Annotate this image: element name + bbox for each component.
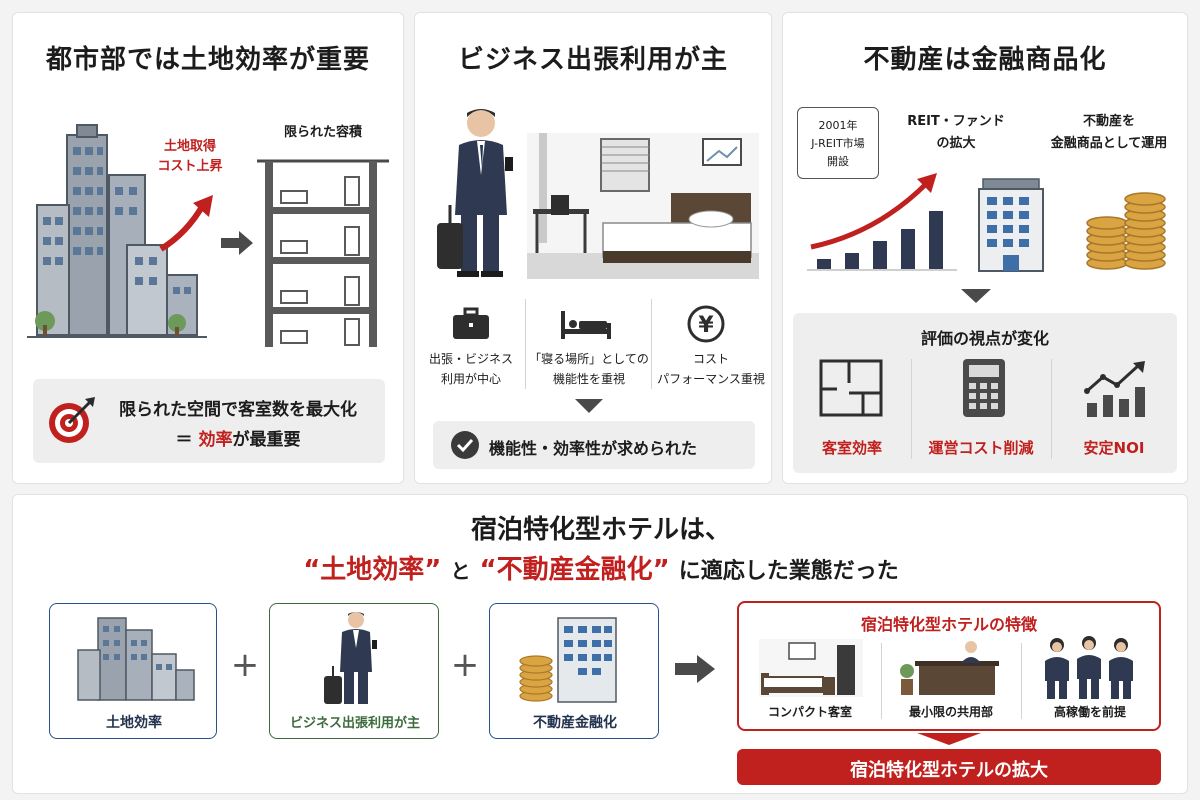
result-banner-text: 宿泊特化型ホテルの拡大 — [850, 760, 1048, 781]
eval-stable-noi: 安定NOI — [1083, 439, 1145, 457]
bed-icon — [561, 311, 611, 339]
hotel-room-icon — [527, 133, 759, 279]
headline-land-efficiency: “土地効率” — [303, 555, 442, 585]
yen-icon: ¥ — [687, 305, 725, 343]
hotel-features-box: 宿泊特化型ホテルの特徴 — [737, 601, 1161, 731]
city-buildings-icon — [27, 124, 207, 338]
down-arrow-red-icon — [917, 733, 981, 745]
feature-cost-performance: コスト パフォーマンス重視 — [653, 349, 769, 389]
feature-business-use-line2: 利用が中心 — [440, 372, 501, 386]
evaluation-title: 評価の視点が変化 — [920, 329, 1049, 348]
panel-business-travel: ビジネス出張利用が主 — [414, 12, 772, 484]
panel-conclusion: 宿泊特化型ホテルは、 “土地効率” と “不動産金融化” に適応した業態だった … — [12, 494, 1188, 794]
evaluation-box: 評価の視点が変化 客室効率 — [793, 313, 1177, 473]
floorplan-icon — [819, 359, 883, 417]
limited-capacity-label: 限られた容積 — [283, 125, 362, 140]
plus-sign-2: + — [450, 645, 480, 685]
arrow-label-land-cost: 土地取得 — [163, 139, 216, 154]
compact-room-icon — [759, 639, 863, 697]
jreit-year: 2001年 — [818, 119, 858, 132]
reception-desk-icon — [900, 641, 999, 695]
headline-line1: 宿泊特化型ホテルは、 — [470, 515, 731, 545]
jreit-box — [797, 107, 879, 179]
headline-real-estate-finance: “不動産金融化” — [479, 555, 670, 585]
reit-label: REIT・ファンド の拡大 — [891, 111, 1021, 155]
businessman-icon — [437, 109, 513, 277]
summary-highlight: 効率 — [198, 430, 233, 450]
jreit-market: J-REIT市場 — [811, 137, 865, 150]
briefcase-icon — [453, 307, 489, 339]
down-arrow-icon — [575, 399, 603, 413]
card-real-estate-finance-label: 不動産金融化 — [533, 715, 617, 731]
panel2-title: ビジネス出張利用が主 — [457, 45, 728, 75]
panel2-result-box: 機能性・効率性が求められた — [433, 421, 755, 469]
reit-label-line1: REIT・ファンド — [907, 114, 1005, 129]
panel3-title: 不動産は金融商品化 — [863, 45, 1107, 75]
card-business-travel: ビジネス出張利用が主 — [269, 603, 439, 739]
right-arrow-icon — [675, 655, 715, 683]
card-land-efficiency: 土地効率 — [49, 603, 217, 739]
headline-line2: “土地効率” と “不動産金融化” に適応した業態だった — [13, 549, 1189, 586]
card-real-estate-finance: 不動産金融化 — [489, 603, 659, 739]
eval-divider-2 — [1051, 359, 1052, 459]
feature-cost-performance-line2: パフォーマンス重視 — [657, 372, 765, 386]
right-arrow-icon — [221, 231, 253, 255]
businessman-icon — [324, 612, 377, 704]
feature-minimal-common: 最小限の共用部 — [908, 705, 993, 719]
summary-prefix: ＝ — [175, 430, 199, 450]
jreit-opened: 開設 — [827, 155, 849, 168]
arrow-label-cost-rise: コスト上昇 — [157, 159, 223, 174]
summary-suffix: が最重要 — [232, 430, 301, 450]
asset-label-line2: 金融商品として運用 — [1050, 136, 1168, 151]
features-divider-1 — [881, 643, 882, 719]
asset-label: 不動産を 金融商品として運用 — [1035, 111, 1183, 155]
feature-sleep-place: 「寝る場所」としての 機能性を重視 — [527, 349, 651, 389]
growth-bars-icon — [807, 173, 957, 271]
panel1-title: 都市部では土地効率が重要 — [45, 45, 370, 75]
coin-stack-icon — [1086, 192, 1166, 270]
eval-room-efficiency: 客室効率 — [821, 439, 882, 457]
staff-team-icon — [1045, 636, 1133, 699]
result-banner: 宿泊特化型ホテルの拡大 — [737, 749, 1161, 785]
check-circle-icon — [451, 431, 479, 459]
office-building-icon — [978, 178, 1044, 272]
svg-text:¥: ¥ — [698, 313, 714, 338]
eval-cost-reduction: 運営コスト削減 — [928, 439, 1034, 457]
feature-business-use-line1: 出張・ビジネス — [428, 352, 513, 366]
card-business-travel-label: ビジネス出張利用が主 — [289, 716, 420, 731]
growth-chart-icon — [1084, 361, 1145, 417]
feature-sleep-place-line2: 機能性を重視 — [552, 372, 625, 386]
feature-compact-room: コンパクト客室 — [767, 705, 852, 719]
panel1-summary-box: 限られた空間で客室数を最大化 ＝ 効率が最重要 — [33, 379, 385, 463]
features-divider-2 — [1021, 643, 1022, 719]
feature-business-use: 出張・ビジネス 利用が中心 — [419, 349, 523, 389]
hotel-features-title: 宿泊特化型ホテルの特徴 — [860, 615, 1037, 634]
panel-real-estate-finance: 不動産は金融商品化 2001年 J-REIT市場 開設 REIT・ファンド の拡… — [782, 12, 1188, 484]
down-arrow-icon — [961, 289, 991, 303]
headline-and: と — [450, 559, 471, 583]
feature-divider-1 — [525, 299, 526, 389]
eval-divider-1 — [911, 359, 912, 459]
summary-line-maximize: 限られた空間で客室数を最大化 — [119, 400, 357, 420]
feature-divider-2 — [651, 299, 652, 389]
stacked-rooms-icon — [257, 159, 389, 347]
target-icon — [49, 397, 95, 443]
feature-cost-performance-line1: コスト — [692, 352, 729, 366]
panel2-result-text: 機能性・効率性が求められた — [489, 439, 698, 458]
rising-cost-arrow-icon — [159, 195, 213, 252]
card-land-efficiency-label: 土地効率 — [106, 715, 162, 731]
building-coins-icon — [519, 617, 617, 703]
summary-line-efficiency: ＝ 効率が最重要 — [103, 425, 373, 450]
jreit-box-text: 2001年 J-REIT市場 開設 — [797, 117, 879, 171]
city-buildings-icon — [77, 617, 195, 701]
panel-land-efficiency: 都市部では土地効率が重要 — [12, 12, 404, 484]
feature-high-occupancy: 高稼働を前提 — [1053, 705, 1126, 719]
plus-sign-1: + — [230, 645, 260, 685]
headline-tail: に適応した業態だった — [678, 559, 899, 584]
asset-label-line1: 不動産を — [1082, 114, 1135, 129]
calculator-icon — [963, 359, 1005, 417]
feature-sleep-place-line1: 「寝る場所」としての — [529, 352, 649, 366]
reit-label-line2: の拡大 — [936, 136, 976, 151]
